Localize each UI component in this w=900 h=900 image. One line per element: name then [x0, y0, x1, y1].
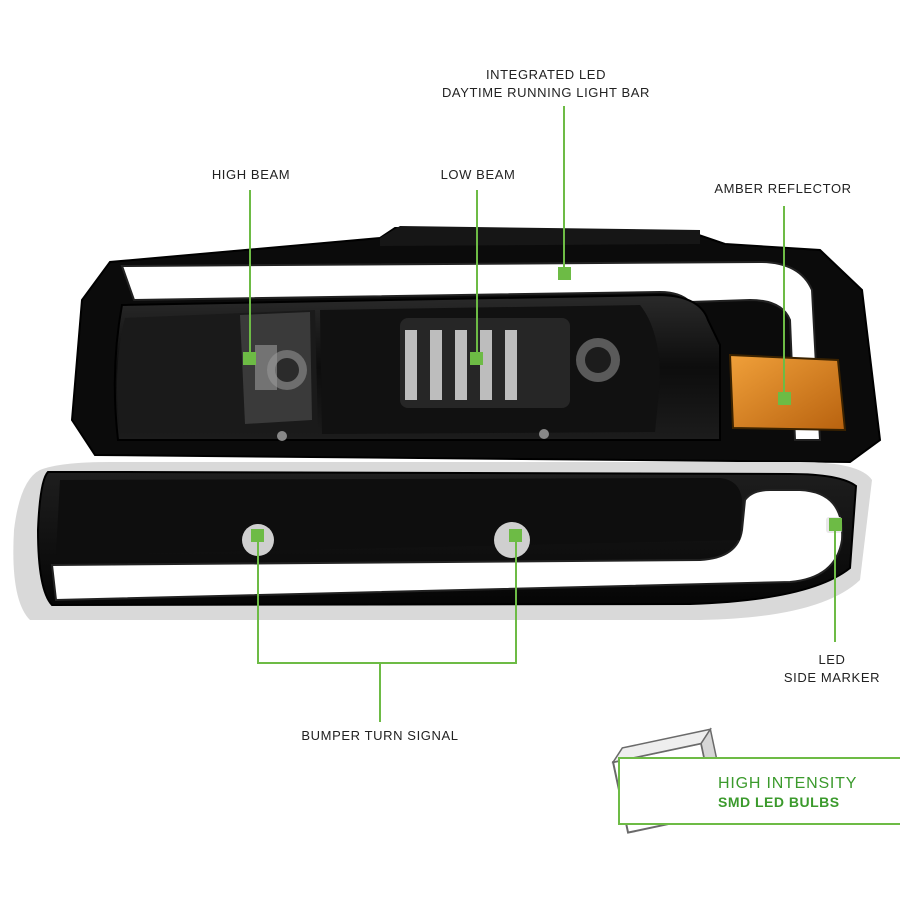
- drl-light-bar: [120, 260, 822, 441]
- callout-amber-reflector-label: AMBER REFLECTOR: [706, 180, 860, 198]
- marker-high-beam: [243, 352, 256, 365]
- bumper-turn-signal-label-text: BUMPER TURN SIGNAL: [301, 728, 459, 743]
- marker-low-beam: [470, 352, 483, 365]
- badge-text: HIGH INTENSITY SMD LED BULBS: [718, 775, 857, 811]
- bumper-light-housing: [13, 462, 873, 620]
- side-marker-label-line2: SIDE MARKER: [783, 670, 881, 685]
- badge-line1: HIGH INTENSITY: [718, 775, 858, 792]
- callout-markers: [243, 267, 842, 542]
- high-beam-label-text: HIGH BEAM: [211, 167, 291, 182]
- callout-bumper-turn-signal-label: BUMPER TURN SIGNAL: [290, 727, 470, 745]
- marker-side-marker: [829, 518, 842, 531]
- callout-lines: [249, 106, 836, 722]
- amber-reflector-label-text: AMBER REFLECTOR: [714, 181, 852, 196]
- callout-side-marker-label: LED SIDE MARKER: [770, 651, 894, 687]
- badge-line2: SMD LED BULBS: [718, 794, 840, 810]
- callout-low-beam-label: LOW BEAM: [426, 166, 530, 184]
- marker-turn-signal-right: [509, 529, 522, 542]
- marker-turn-signal-left: [251, 529, 264, 542]
- callout-high-beam-label: HIGH BEAM: [196, 166, 306, 184]
- bumper-led-strip: [50, 489, 844, 602]
- low-beam-projector: [320, 305, 660, 439]
- marker-drl: [558, 267, 571, 280]
- drl-label-line1: INTEGRATED LED: [485, 67, 607, 82]
- drl-label-line2: DAYTIME RUNNING LIGHT BAR: [441, 85, 651, 100]
- headlight-housing: [70, 226, 882, 464]
- smd-led-badge: HIGH INTENSITY SMD LED BULBS: [618, 757, 900, 825]
- high-beam-reflector: [116, 310, 318, 441]
- low-beam-label-text: LOW BEAM: [440, 167, 516, 182]
- callout-drl-label: INTEGRATED LED DAYTIME RUNNING LIGHT BAR: [430, 66, 662, 102]
- side-marker-label-line1: LED: [818, 652, 846, 667]
- marker-amber-reflector: [778, 392, 791, 405]
